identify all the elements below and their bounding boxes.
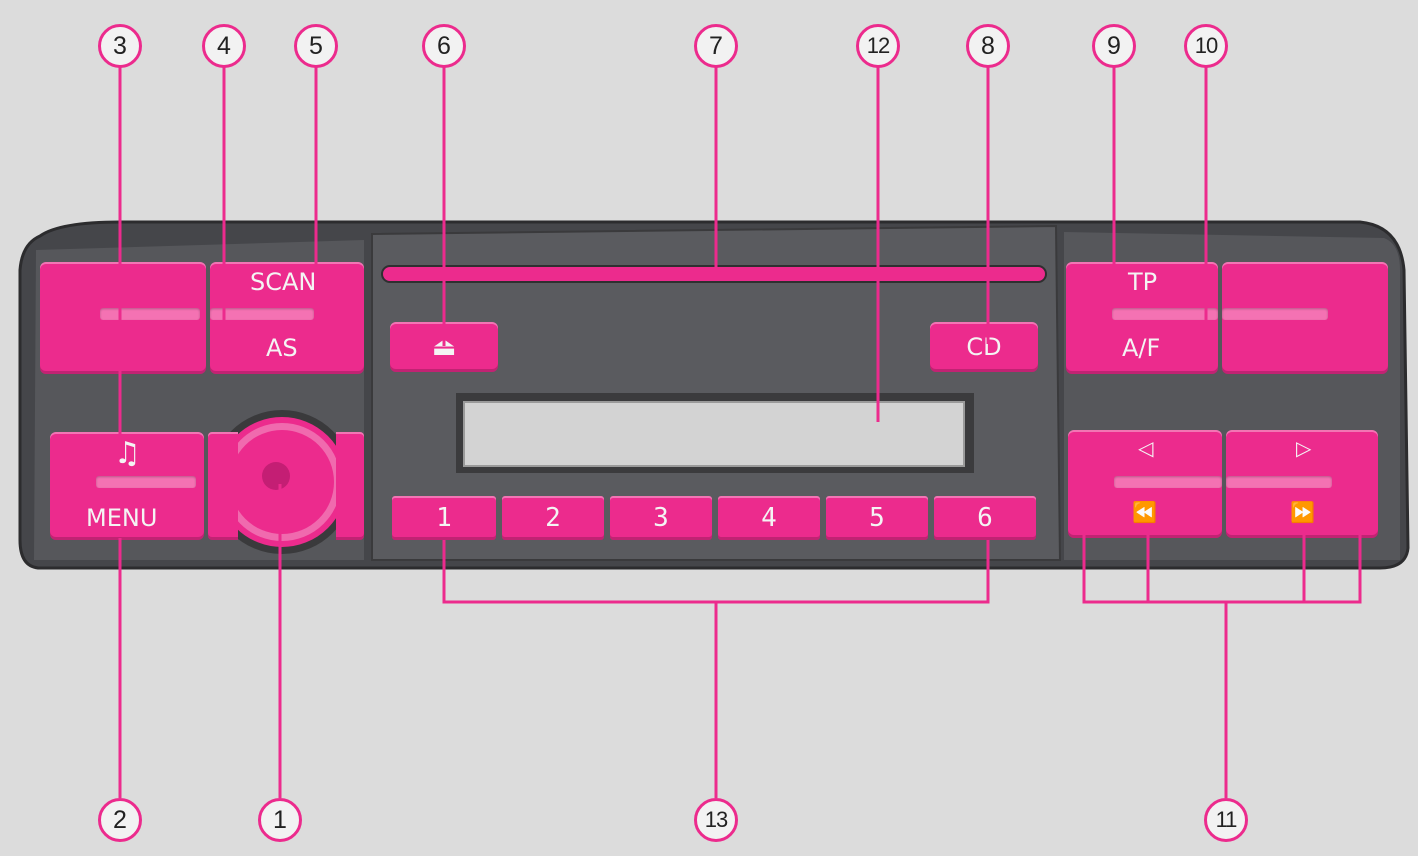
preset-button-5[interactable]: 5 [826, 496, 928, 540]
prev-icon: ◁ [1138, 436, 1154, 460]
preset-button-1[interactable]: 1 [392, 496, 496, 540]
callout-11: 11 [1204, 798, 1248, 842]
scan-as-button[interactable] [210, 262, 364, 374]
cd-button[interactable]: CD [930, 322, 1038, 372]
preset-label: 3 [653, 503, 669, 533]
callout-1: 1 [258, 798, 302, 842]
next-icon: ▷ [1296, 436, 1312, 460]
preset-label: 4 [761, 503, 777, 533]
preset-label: 5 [869, 503, 885, 533]
menu-button[interactable] [50, 432, 204, 540]
preset-button-6[interactable]: 6 [934, 496, 1036, 540]
tp-af-button[interactable] [1066, 262, 1218, 374]
preset-button-3[interactable]: 3 [610, 496, 712, 540]
seek-back-button[interactable] [1068, 430, 1222, 538]
scan-label: SCAN [250, 268, 317, 296]
callout-12: 12 [856, 24, 900, 68]
left-top-button[interactable] [40, 262, 206, 374]
rewind-icon: ⏪ [1132, 500, 1157, 524]
callout-13: 13 [694, 798, 738, 842]
cd-slot [381, 265, 1047, 283]
callout-5: 5 [294, 24, 338, 68]
callout-2: 2 [98, 798, 142, 842]
callout-4: 4 [202, 24, 246, 68]
af-label: A/F [1122, 334, 1161, 362]
callout-8: 8 [966, 24, 1010, 68]
seek-forward-button[interactable] [1226, 430, 1378, 538]
callout-7: 7 [694, 24, 738, 68]
music-note-icon: ♫ [114, 436, 141, 471]
callout-10: 10 [1184, 24, 1228, 68]
callout-9: 9 [1092, 24, 1136, 68]
as-label: AS [266, 334, 298, 362]
cd-label: CD [966, 333, 1002, 361]
tp-label: TP [1128, 268, 1158, 296]
callout-6: 6 [422, 24, 466, 68]
knob-surround-left [208, 432, 238, 540]
right-top-button[interactable] [1222, 262, 1388, 374]
preset-label: 2 [545, 503, 561, 533]
preset-label: 6 [977, 503, 993, 533]
menu-label: MENU [86, 504, 158, 532]
forward-icon: ⏩ [1290, 500, 1315, 524]
preset-button-2[interactable]: 2 [502, 496, 604, 540]
knob-surround-right [336, 432, 364, 540]
callout-3: 3 [98, 24, 142, 68]
preset-label: 1 [436, 503, 452, 533]
display-screen [463, 401, 965, 467]
preset-button-4[interactable]: 4 [718, 496, 820, 540]
